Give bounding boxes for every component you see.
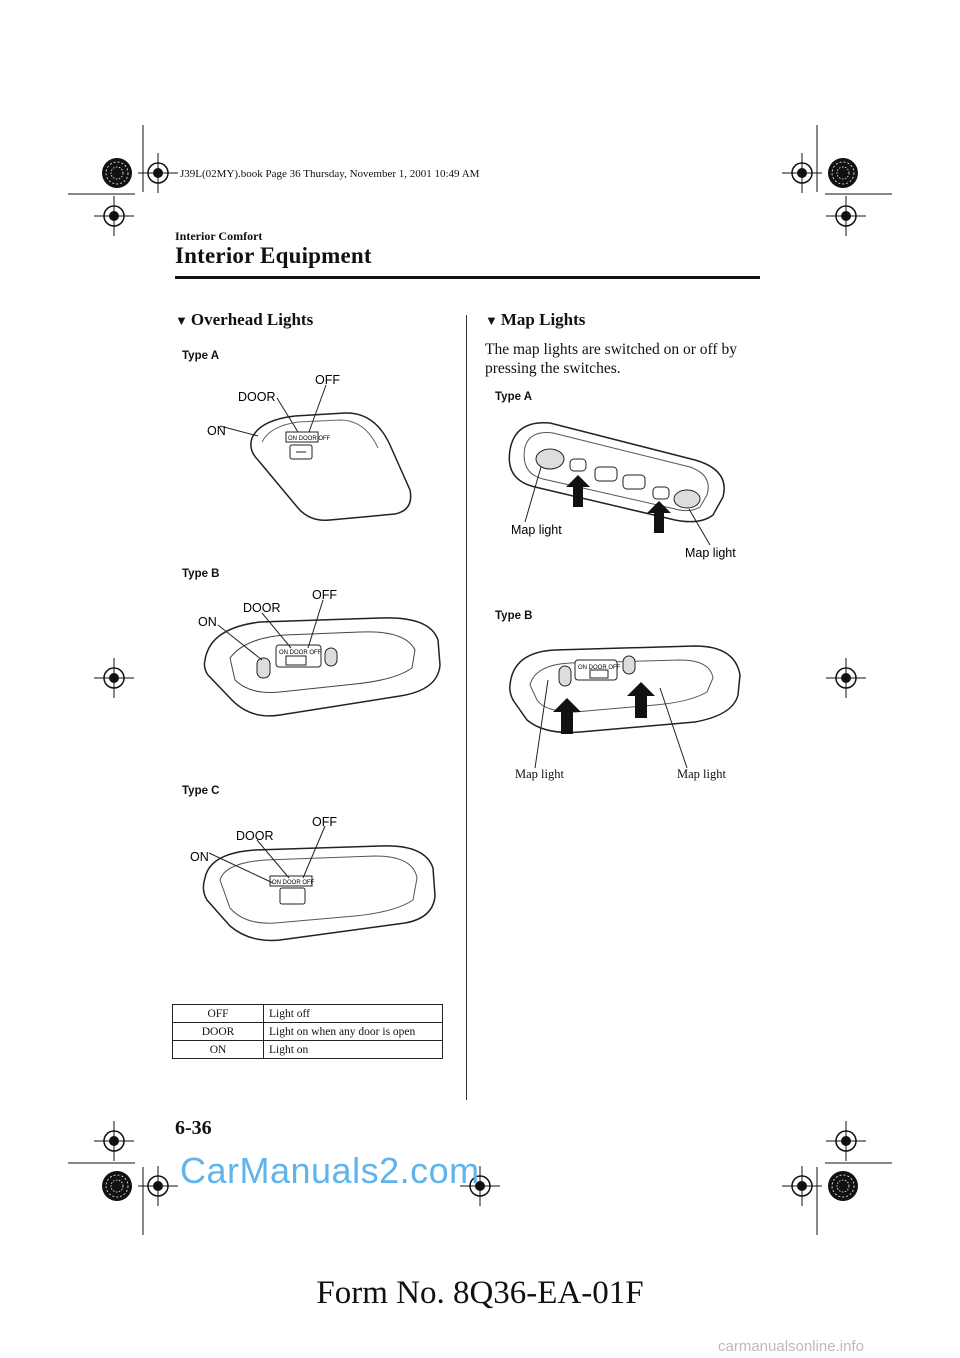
svg-text:ON DOOR OFF: ON DOOR OFF [279, 650, 322, 656]
table-cell-description: Light on [263, 1040, 443, 1059]
section-label: Interior Comfort [175, 229, 263, 243]
callout-door: DOOR [236, 829, 274, 843]
map-light-label-right: Map light [677, 767, 726, 781]
heading-text: Overhead Lights [190, 310, 314, 329]
overhead-light-type-a-illustration: ON DOOR OFF ON DOOR OFF [207, 373, 412, 521]
overhead-light-type-b-illustration: ON DOOR OFF ON DOOR OFF [198, 588, 441, 717]
heading-marker: ▼ [485, 313, 498, 328]
overhead-lights-heading: ▼Overhead Lights [175, 310, 313, 330]
table-cell-description: Light on when any door is open [263, 1022, 443, 1041]
table-cell-description: Light off [263, 1004, 443, 1023]
callout-off: OFF [312, 588, 337, 602]
figure-type-label: Type A [182, 350, 220, 362]
callout-map-light-right: Map light [685, 546, 736, 560]
map-lights-body: The map lights are switched on or off by… [485, 341, 737, 377]
form-number: Form No. 8Q36-EA-01F [316, 1275, 644, 1311]
site-watermark: carmanualsonline.info [718, 1338, 864, 1355]
watermark-logo: CarManuals2.com [180, 1150, 480, 1191]
table-row: DOOR Light on when any door is open [172, 1022, 443, 1041]
table-cell-position: DOOR [172, 1022, 264, 1041]
page-title: Interior Equipment [175, 243, 372, 268]
table-row: ON Light on [172, 1040, 443, 1059]
figure-type-label: Type B [182, 568, 220, 580]
table-cell-position: OFF [172, 1004, 264, 1023]
figure-type-label: Type B [495, 610, 533, 622]
svg-text:ON DOOR OFF: ON DOOR OFF [288, 436, 331, 442]
figure-type-label: Type C [182, 785, 220, 797]
callout-door: DOOR [238, 390, 276, 404]
overhead-light-type-c-illustration: ON DOOR OFF ON DOOR OFF [190, 815, 436, 942]
map-light-label-left: Map light [515, 767, 564, 781]
callout-on: ON [207, 424, 226, 438]
map-light-type-a-illustration: Map light Map light [508, 422, 736, 560]
callout-door: DOOR [243, 601, 281, 615]
heading-text: Map Lights [500, 310, 586, 329]
page-number: 6-36 [175, 1117, 212, 1139]
title-rule [175, 276, 760, 279]
svg-text:ON DOOR OFF: ON DOOR OFF [272, 880, 315, 886]
callout-on: ON [190, 850, 209, 864]
callout-off: OFF [312, 815, 337, 829]
heading-marker: ▼ [175, 313, 188, 328]
table-cell-position: ON [172, 1040, 264, 1059]
printer-slug: J39L(02MY).book Page 36 Thursday, Novemb… [180, 168, 480, 180]
map-lights-heading: ▼Map Lights [485, 310, 585, 330]
callout-on: ON [198, 615, 217, 629]
switch-position-table: OFF Light off DOOR Light on when any doo… [172, 1004, 443, 1059]
column-divider [466, 315, 467, 1100]
svg-text:ON DOOR OFF: ON DOOR OFF [578, 665, 621, 671]
callout-off: OFF [315, 373, 340, 387]
callout-map-light-left: Map light [511, 523, 562, 537]
figure-type-label: Type A [495, 391, 533, 403]
table-row: OFF Light off [172, 1004, 443, 1023]
map-light-type-b-illustration: ON DOOR OFF [509, 645, 741, 769]
